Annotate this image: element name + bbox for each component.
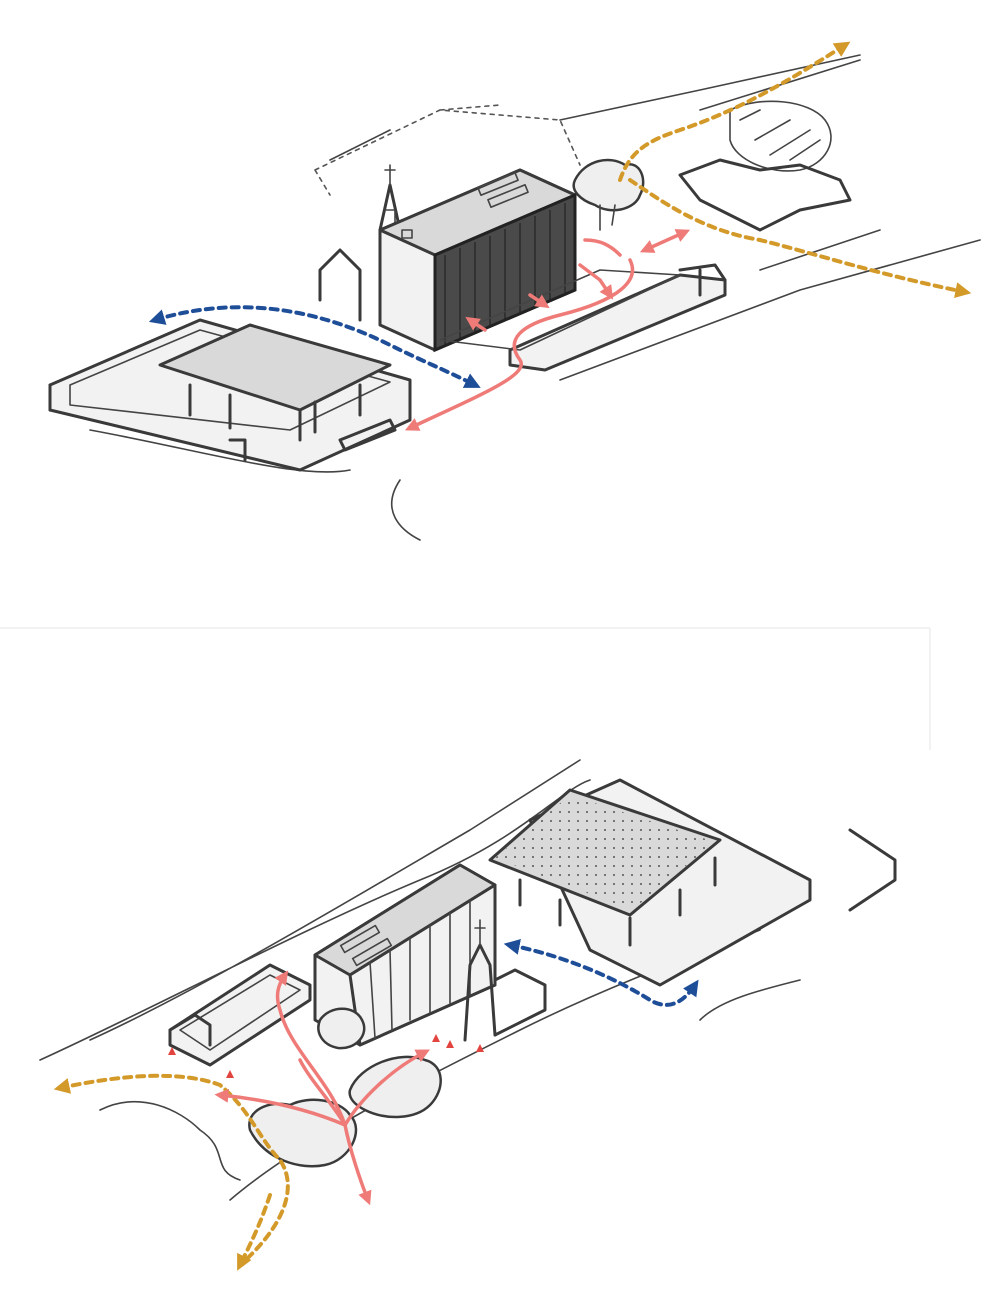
tree-cluster-icon bbox=[572, 158, 645, 231]
main-building-lower bbox=[313, 863, 497, 1047]
pavilion-building-right bbox=[488, 778, 897, 987]
lower-panel bbox=[39, 759, 897, 1271]
regional-flow-lower bbox=[53, 1073, 290, 1267]
upper-panel bbox=[48, 41, 981, 541]
pedestrian-flow-lower-4 bbox=[343, 1049, 430, 1127]
pedestrian-flow-upper-3 bbox=[639, 229, 691, 253]
low-wing-upper bbox=[439, 263, 727, 372]
stadium-outline bbox=[678, 100, 852, 232]
regional-flow-upper bbox=[618, 41, 851, 182]
pedestrian-flow-lower-1 bbox=[274, 970, 347, 1127]
river-edge bbox=[99, 1100, 241, 1181]
tree-cluster-icon bbox=[248, 1007, 442, 1168]
link-flow-upper bbox=[148, 305, 481, 388]
entry-markers bbox=[168, 1034, 484, 1078]
pedestrian-flow-upper-2 bbox=[578, 238, 622, 295]
street-edge-lower bbox=[89, 229, 981, 541]
street-edge-upper bbox=[329, 54, 861, 161]
link-flow-lower bbox=[503, 939, 699, 1007]
low-wing-lower bbox=[168, 963, 312, 1067]
pedestrian-flow-upper-4 bbox=[470, 293, 545, 332]
pedestrian-flow-lower-5 bbox=[298, 1058, 347, 1127]
regional-flow-lower-end bbox=[237, 1193, 272, 1271]
site-boundary-dashed bbox=[314, 104, 581, 196]
pavilion-building-left bbox=[48, 318, 412, 472]
regional-flow-upper-2 bbox=[628, 178, 972, 298]
church-spire-icon bbox=[474, 919, 486, 946]
street-edge-lower-panel bbox=[39, 759, 591, 1061]
pedestrian-flow-lower-3 bbox=[214, 1088, 347, 1127]
pedestrian-flow-lower-2 bbox=[343, 1123, 372, 1206]
